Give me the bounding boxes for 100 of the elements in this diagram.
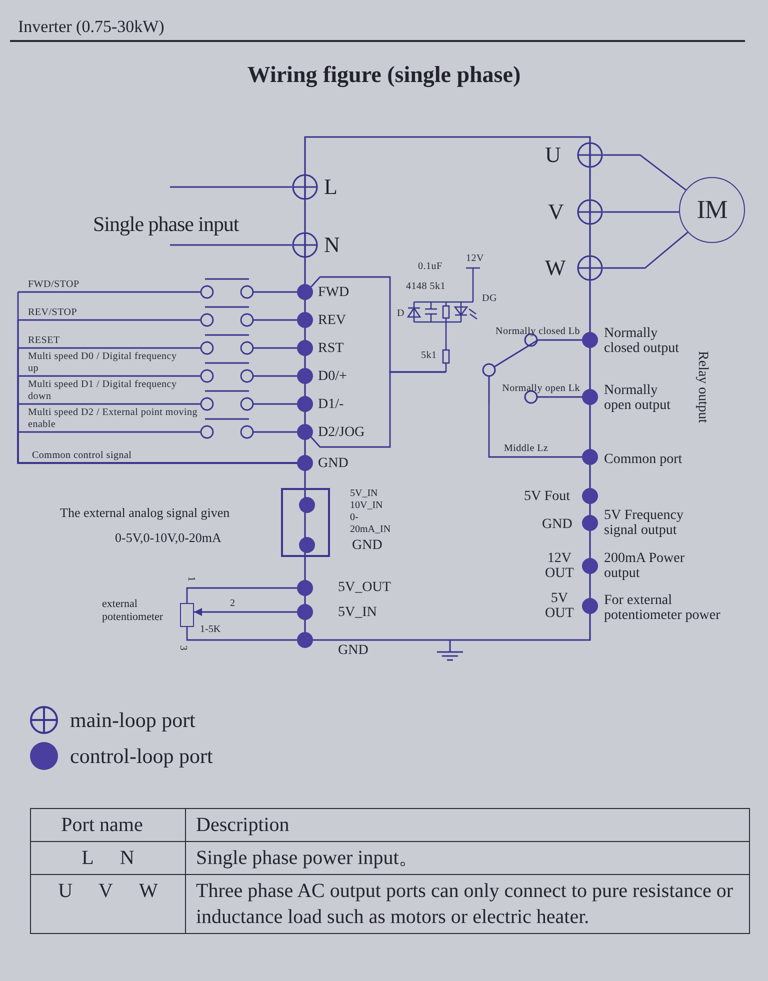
port-label: W xyxy=(545,257,566,279)
port-label: D2/JOG xyxy=(318,425,365,440)
component-value: D xyxy=(397,309,404,319)
control-loop-port xyxy=(582,488,598,504)
switch-label: Multi speed D0 / Digital frequency up xyxy=(28,351,178,375)
wire xyxy=(170,244,292,246)
port-label: GND xyxy=(542,517,572,532)
port-label: L xyxy=(324,176,338,198)
port-label: 5V Fout xyxy=(524,489,570,504)
component-value: DG xyxy=(482,294,497,304)
wire xyxy=(603,154,686,190)
control-loop-port xyxy=(297,580,313,596)
port-description: Normally open output xyxy=(604,383,672,413)
control-loop-port xyxy=(297,455,313,471)
port-label: GND xyxy=(338,643,368,658)
wire xyxy=(170,186,292,188)
note-text: 0-5V,0-10V,0-20mA xyxy=(115,529,222,547)
control-loop-port xyxy=(297,284,313,300)
port-description: For external potentiometer power xyxy=(604,593,722,623)
control-loop-port xyxy=(299,497,315,513)
wire-label: 2 xyxy=(230,599,236,609)
description-text: Three phase AC output ports can only connect to pure resistance or inductance load such as motors or electric heater. xyxy=(196,880,734,928)
port-name: W xyxy=(139,879,158,904)
potentiometer-symbol xyxy=(180,603,194,627)
control-loop-port xyxy=(582,389,598,405)
input-label: Single phase input xyxy=(93,211,239,238)
port-label: GND xyxy=(318,456,348,471)
control-loop-port xyxy=(297,340,313,356)
wire xyxy=(254,431,297,433)
wire xyxy=(254,347,297,349)
port-label: 12V OUT xyxy=(545,551,574,581)
wire xyxy=(254,403,297,405)
wire xyxy=(186,587,297,603)
legend-label: main-loop port xyxy=(70,710,196,730)
control-loop-port xyxy=(582,332,598,348)
main-loop-port xyxy=(577,255,603,281)
wire xyxy=(310,371,446,448)
wire-label: 1 xyxy=(186,576,196,582)
wire xyxy=(538,396,582,398)
port-description: Common port xyxy=(604,452,682,467)
control-loop-port xyxy=(582,449,598,465)
motor-symbol: IM xyxy=(679,177,745,243)
port-label: 5V_IN 10V_IN 0-20mA_IN xyxy=(350,488,391,536)
control-loop-port xyxy=(582,558,598,574)
port-description: Normally closed output xyxy=(604,326,680,356)
wire xyxy=(603,211,680,213)
wire-label: Common control signal xyxy=(32,451,132,461)
port-name: L xyxy=(82,846,94,871)
component-label: external potentiometer xyxy=(102,598,164,624)
port-label: 5V_OUT xyxy=(338,580,391,595)
wire xyxy=(488,404,582,458)
wire xyxy=(186,627,297,641)
port-label: D1/- xyxy=(318,397,344,412)
port-label: 5V_IN xyxy=(338,605,377,620)
main-loop-port xyxy=(577,142,603,168)
table-header: Description xyxy=(196,814,290,836)
note-text: The external analog signal given xyxy=(60,504,230,522)
wire-label: Normally open Lk xyxy=(502,384,580,394)
port-description: 200mA Power output xyxy=(604,551,686,581)
component-value: 4148 5k1 xyxy=(406,282,446,292)
port-name: V xyxy=(98,879,113,904)
control-loop-port xyxy=(297,604,313,620)
component-value: 1-5K xyxy=(200,625,221,635)
switch-label: Multi speed D2 / External point moving enable xyxy=(28,407,198,431)
group-label: Relay output xyxy=(694,351,709,423)
wire xyxy=(254,291,297,293)
port-label: REV xyxy=(318,313,346,328)
component-value: 0.1uF xyxy=(418,262,442,272)
control-loop-port xyxy=(582,598,598,614)
port-label: FWD xyxy=(318,285,350,300)
control-loop-port xyxy=(297,632,313,648)
title: Wiring figure (single phase) xyxy=(246,61,522,90)
main-loop-port xyxy=(577,199,603,225)
header-text: Inverter (0.75-30kW) xyxy=(18,16,164,38)
control-loop-port xyxy=(299,537,315,553)
control-loop-port xyxy=(582,515,598,531)
switch-label: FWD/STOP xyxy=(28,279,80,291)
port-name: N xyxy=(120,846,134,871)
wire-label: Normally closed Lb xyxy=(496,327,580,337)
arrow xyxy=(194,608,297,616)
component-value: 12V xyxy=(466,254,484,264)
port-label: U xyxy=(545,144,561,166)
wire xyxy=(17,404,297,464)
wire xyxy=(254,375,297,377)
port-label: D0/+ xyxy=(318,369,347,384)
port-label: GND xyxy=(352,538,382,553)
switch-label: RESET xyxy=(28,335,60,347)
port-label: 5V OUT xyxy=(545,591,574,621)
port-description: 5V Frequency signal output xyxy=(604,508,684,538)
port-label: V xyxy=(548,201,564,223)
main-loop-port xyxy=(292,174,318,200)
analog-input-box xyxy=(281,488,330,557)
port-name: U xyxy=(58,879,73,904)
wire xyxy=(254,319,297,321)
control-loop-port xyxy=(297,424,313,440)
legend-label: control-loop port xyxy=(70,746,213,766)
control-loop-port xyxy=(297,368,313,384)
component-value: 5k1 xyxy=(421,351,437,361)
table-header: Port name xyxy=(61,813,143,838)
port-label: RST xyxy=(318,341,344,356)
